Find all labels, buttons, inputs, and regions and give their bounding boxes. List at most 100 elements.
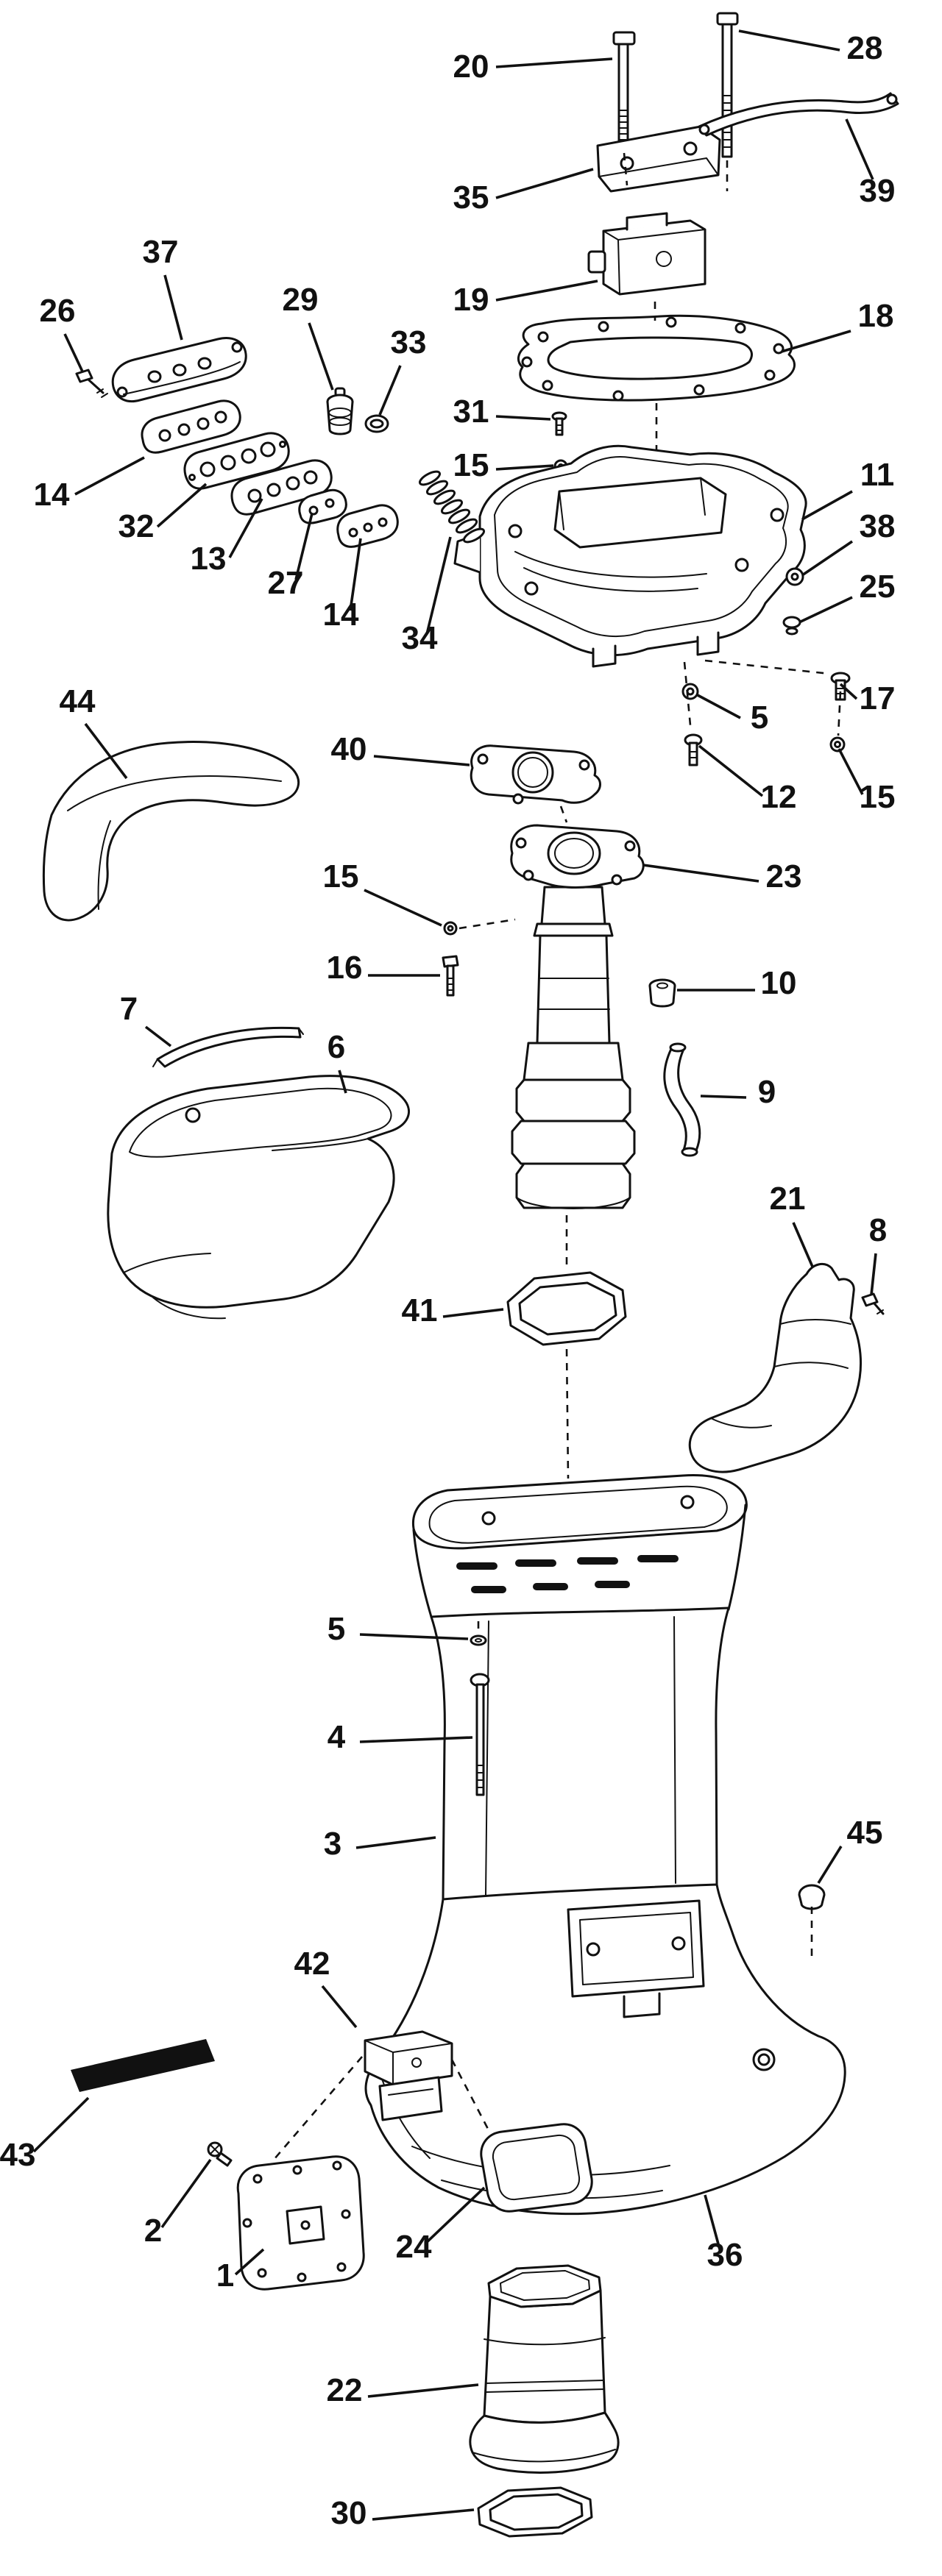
callout-5-a: 5 <box>695 693 768 736</box>
leader-line <box>294 513 314 580</box>
part-strip-43 <box>71 2039 215 2092</box>
callout-label: 39 <box>860 173 896 209</box>
leader-line <box>817 1846 843 1884</box>
part-module-19 <box>587 212 706 296</box>
callout-32: 32 <box>118 483 208 544</box>
callout-label: 20 <box>453 49 489 85</box>
leader-line <box>781 330 851 353</box>
callout-15-b: 15 <box>837 748 895 815</box>
leader-line <box>425 536 452 635</box>
part-extension-22 <box>469 2264 620 2474</box>
callout-label: 1 <box>216 2257 234 2294</box>
part-valve-29 <box>326 387 354 435</box>
part-bolt-26 <box>75 369 108 398</box>
leader-line <box>798 596 853 624</box>
callout-label: 10 <box>761 965 797 1001</box>
part-grommet-10 <box>648 978 676 1008</box>
callout-27: 27 <box>268 513 314 601</box>
callout-label: 19 <box>453 282 489 318</box>
part-plate-14-lower <box>336 504 399 548</box>
callout-8: 8 <box>869 1212 887 1295</box>
leader-line <box>144 1025 172 1047</box>
part-cover-1 <box>236 2155 365 2291</box>
leader-line <box>801 490 853 521</box>
callout-label: 21 <box>770 1181 806 1217</box>
callout-label: 14 <box>34 477 70 513</box>
part-gasket-40 <box>470 744 601 805</box>
callout-10: 10 <box>677 965 796 1001</box>
callout-label: 23 <box>766 858 802 894</box>
leader-line <box>349 538 362 611</box>
callout-19: 19 <box>453 280 598 318</box>
assembly-dashed-lines <box>273 152 842 2160</box>
callout-label: 5 <box>327 1611 345 1647</box>
part-grommet-25 <box>782 616 801 636</box>
leader-line <box>700 1095 747 1099</box>
leader-line <box>373 755 470 766</box>
callout-22: 22 <box>327 2372 479 2408</box>
callout-43: 43 <box>0 2096 90 2173</box>
callout-label: 32 <box>118 508 155 544</box>
callout-24: 24 <box>396 2186 486 2265</box>
part-screw-2 <box>207 2141 233 2167</box>
leader-line <box>321 1985 358 2029</box>
leader-line <box>359 1633 469 1640</box>
leader-line <box>792 1222 814 1267</box>
leader-line <box>32 2096 90 2153</box>
callout-33: 33 <box>378 324 427 416</box>
part-washer-38 <box>785 567 804 586</box>
callout-label: 5 <box>751 700 768 736</box>
callout-2: 2 <box>144 2158 212 2249</box>
callout-39: 39 <box>845 118 896 209</box>
part-bolt-16 <box>442 955 459 997</box>
callout-label: 35 <box>453 179 489 216</box>
leader-line <box>837 748 864 795</box>
part-seal-7 <box>152 1026 304 1068</box>
leader-line <box>234 2248 265 2276</box>
part-spring-34 <box>418 470 486 544</box>
callout-label: 15 <box>453 447 489 483</box>
callout-17: 17 <box>839 680 895 716</box>
part-bolt-4 <box>470 1673 490 1796</box>
callout-label: 16 <box>327 950 363 986</box>
leader-line <box>495 168 594 199</box>
callout-16: 16 <box>327 950 440 986</box>
part-washer-15-right <box>829 736 846 752</box>
callout-4: 4 <box>327 1719 473 1755</box>
leader-line <box>738 29 840 51</box>
callout-label: 30 <box>331 2495 367 2531</box>
callout-30: 30 <box>331 2495 475 2531</box>
leader-line <box>495 464 554 471</box>
part-housing-3-36 <box>364 1474 846 2216</box>
callout-label: 8 <box>869 1212 887 1248</box>
part-oring-33 <box>364 414 389 433</box>
leader-line <box>695 693 741 719</box>
callout-11: 11 <box>801 457 894 521</box>
leader-line <box>870 1253 877 1295</box>
callout-7: 7 <box>120 991 172 1047</box>
callout-15-a: 15 <box>453 447 554 483</box>
callout-label: 3 <box>324 1826 341 1862</box>
leader-line <box>84 722 128 780</box>
leader-line <box>642 864 759 883</box>
callout-45: 45 <box>817 1815 883 1884</box>
callout-label: 45 <box>847 1815 883 1851</box>
callout-label: 29 <box>283 282 319 318</box>
leader-line <box>801 540 854 577</box>
part-pump-42 <box>364 2030 453 2121</box>
callout-label: 24 <box>396 2229 432 2265</box>
part-screw-31 <box>551 411 567 436</box>
callout-5-b: 5 <box>327 1611 469 1647</box>
callout-35: 35 <box>453 168 594 216</box>
callout-label: 38 <box>860 508 896 544</box>
part-seal-30 <box>477 2486 593 2538</box>
part-washer-5-lower <box>470 1634 487 1646</box>
callout-label: 33 <box>391 324 427 360</box>
callout-40: 40 <box>331 731 470 767</box>
part-bracket-21 <box>688 1262 863 1473</box>
part-bolt-20 <box>612 31 636 150</box>
callout-label: 12 <box>761 779 797 815</box>
callout-14-b: 14 <box>323 538 362 633</box>
leader-line <box>424 2186 486 2245</box>
